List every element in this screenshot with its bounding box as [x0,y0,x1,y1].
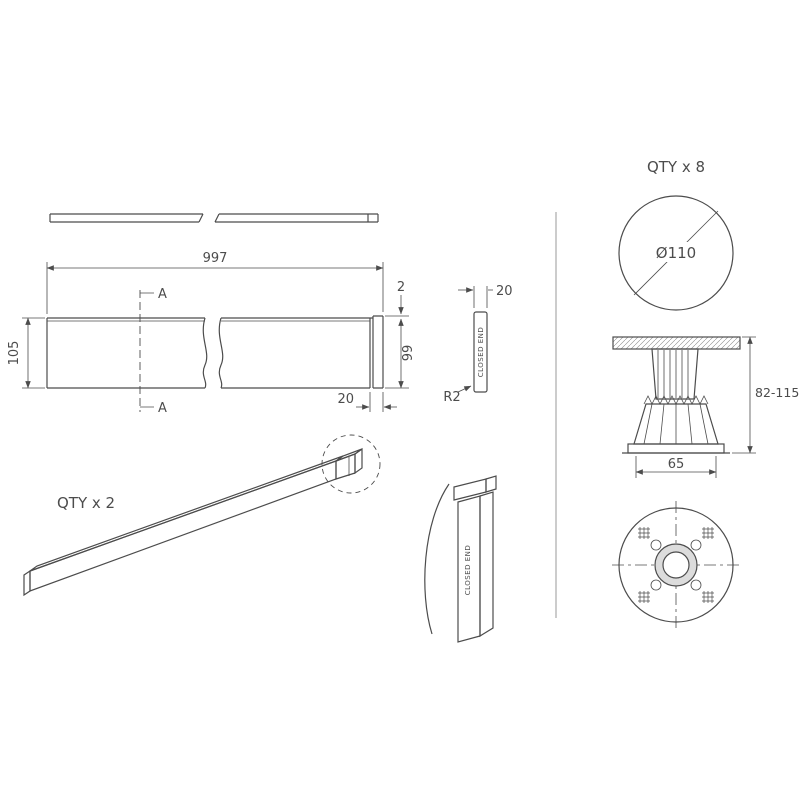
dim-2 [385,295,409,389]
dim-20-panel [356,392,397,412]
foot-side-view [612,336,741,454]
foot-plate [612,336,741,350]
dim-20-panel-text: 20 [337,392,354,407]
closed-end-detail-view [424,475,497,643]
end-profile [457,286,493,393]
foot-cone [633,403,719,445]
foot-bottom-view [612,501,740,629]
dim-20-profile-text: 20 [496,284,513,299]
dim-105-text: 105 [7,341,22,366]
center-hole [662,551,690,579]
section-a-top-text: A [158,287,167,302]
closed-end-cap [370,315,384,389]
bolt-holes [650,539,702,591]
detail-bubble [321,434,381,494]
dim-2-text: 2 [397,280,405,295]
dim-82-115 [732,336,756,454]
dia-110-text: Ø110 [656,244,696,262]
end-profile-outline [473,311,488,393]
detail-arc [424,483,450,635]
break-line [218,317,224,389]
panel-front-view [46,315,384,389]
foot-threaded-stem [651,348,699,400]
break-line [202,317,208,389]
foot-flange [627,443,725,454]
rib-grids [638,527,714,603]
dim-82-115-text: 82-115 [755,385,799,400]
qty-feet-text: QTY x 8 [647,158,705,176]
foot-top-view [618,195,734,311]
foot-outer-circle [618,195,734,311]
dim-105 [22,317,45,389]
panel-top-view [49,213,379,223]
dim-65 [635,456,717,478]
end-profile-closed-end-text: CLOSED END [477,327,485,378]
panel-iso-view [23,434,381,597]
dim-65-text: 65 [668,457,685,472]
detail-closed-end-text: CLOSED END [464,545,472,596]
section-line-a [139,290,154,412]
qty-panels-text: QTY x 2 [57,494,115,512]
section-a-bottom-text: A [158,401,167,416]
r2-text: R2 [443,390,460,405]
dim-99-text: 99 [401,345,416,362]
dim-997-text: 997 [203,251,228,266]
drawing-root: 997 A A 105 2 [7,158,799,643]
dim-997 [46,262,384,314]
